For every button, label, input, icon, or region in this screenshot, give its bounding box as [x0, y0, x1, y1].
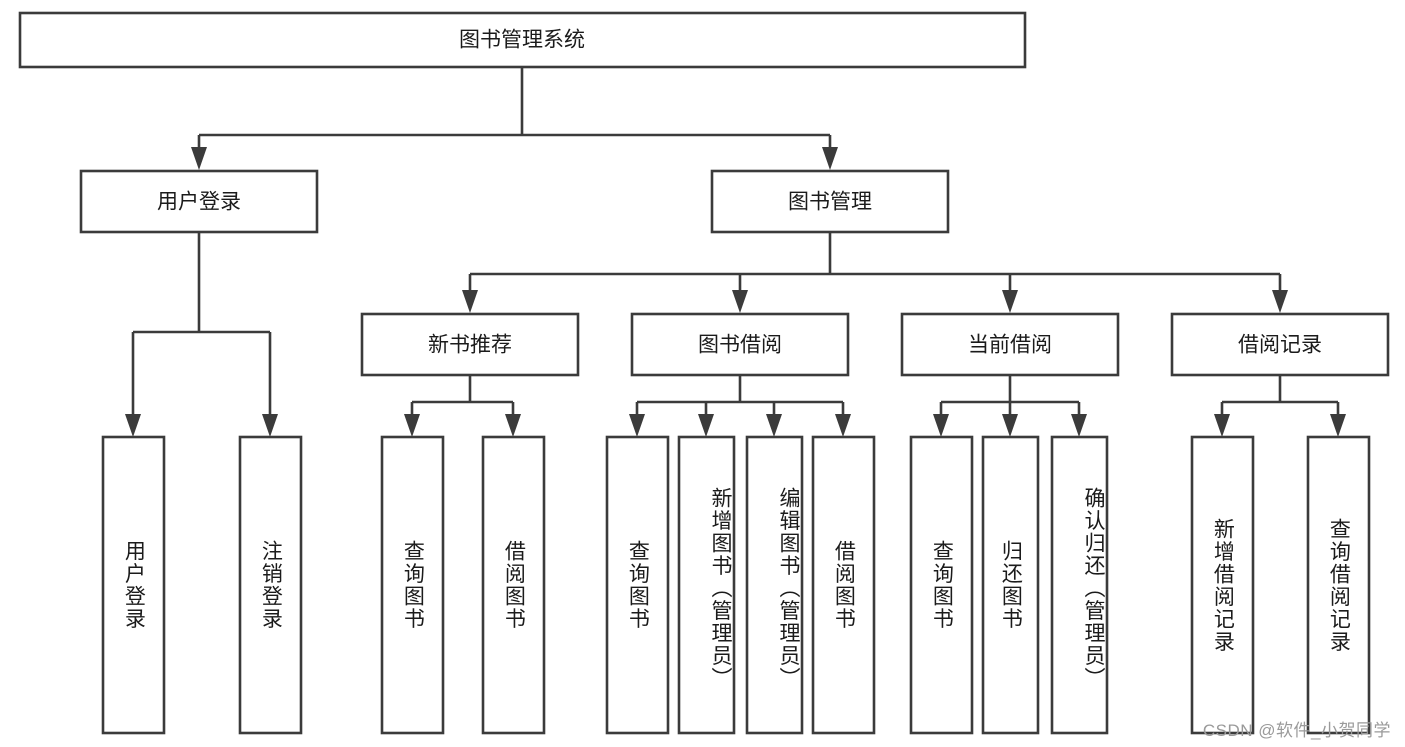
node-book-borrow-rect[interactable] — [630, 312, 850, 377]
arrow-head-leaf-br-query — [1330, 414, 1346, 437]
arrow-head-current-borrow — [1002, 290, 1018, 313]
node-root[interactable]: 图书管理系统 — [18, 11, 1027, 69]
arrow-head-book-borrow — [732, 290, 748, 313]
node-current-borrow[interactable]: 当前借阅 — [900, 312, 1120, 377]
arrow-head-leaf-nb-query — [404, 414, 420, 437]
leaf-cb-return-rect[interactable] — [981, 435, 1040, 735]
node-new-book-recommend-label: 新书推荐 — [428, 334, 512, 357]
leaf-bb-borrow-rect[interactable] — [811, 435, 876, 735]
node-book-borrow[interactable]: 图书借阅 — [630, 312, 850, 377]
node-current-borrow-label: 当前借阅 — [968, 334, 1052, 357]
connector-book-mgmt-to-level3 — [462, 232, 1288, 313]
leaf-cb-query-rect[interactable] — [909, 435, 974, 735]
leaf-bb-query-rect[interactable] — [605, 435, 670, 735]
arrow-head-leaf-logout — [262, 414, 278, 437]
arrow-head-new-book — [462, 290, 478, 313]
arrow-head-leaf-cb-confirm — [1071, 414, 1087, 437]
leaf-bb-add-rect[interactable] — [677, 435, 736, 735]
csdn-watermark: CSDN @软件_小贺同学 — [1202, 721, 1391, 740]
connector-borrow-record-to-leaves — [1214, 375, 1346, 437]
leaf-nb-query-rect[interactable] — [380, 435, 445, 735]
node-borrow-record[interactable]: 借阅记录 — [1170, 312, 1390, 377]
leaf-br-query-rect[interactable] — [1306, 435, 1371, 735]
arrow-head-leaf-cb-query — [933, 414, 949, 437]
arrow-head-leaf-bb-edit — [766, 414, 782, 437]
node-book-management[interactable]: 图书管理 — [710, 169, 950, 234]
arrow-head-leaf-cb-return — [1002, 414, 1018, 437]
arrow-head-leaf-bb-query — [629, 414, 645, 437]
node-user-login-label: 用户登录 — [157, 191, 241, 214]
arrow-head-user-login — [191, 147, 207, 170]
leaf-user-login-rect[interactable] — [101, 435, 166, 735]
leaf-logout-rect[interactable] — [238, 435, 303, 735]
connector-root-to-level2 — [191, 67, 838, 170]
connector-current-borrow-to-leaves — [933, 375, 1087, 437]
arrow-head-leaf-bb-add — [698, 414, 714, 437]
node-current-borrow-rect[interactable] — [900, 312, 1120, 377]
connector-new-book-to-leaves — [404, 375, 521, 437]
arrow-head-leaf-nb-borrow — [505, 414, 521, 437]
node-root-label: 图书管理系统 — [459, 29, 585, 52]
node-borrow-record-rect[interactable] — [1170, 312, 1390, 377]
node-root-rect[interactable] — [18, 11, 1027, 69]
leaf-bb-edit-rect[interactable] — [745, 435, 804, 735]
leaf-cb-confirm-rect[interactable] — [1050, 435, 1109, 735]
arrow-head-leaf-bb-borrow — [835, 414, 851, 437]
node-new-book-recommend-rect[interactable] — [360, 312, 580, 377]
arrow-head-borrow-record — [1272, 290, 1288, 313]
node-book-borrow-label: 图书借阅 — [698, 334, 782, 357]
connector-book-borrow-to-leaves — [629, 375, 851, 437]
node-new-book-recommend[interactable]: 新书推荐 — [360, 312, 580, 377]
arrow-head-leaf-user-login — [125, 414, 141, 437]
leaf-br-add-rect[interactable] — [1190, 435, 1255, 735]
connector-user-login-to-leaves — [125, 232, 278, 437]
arrow-head-book-mgmt — [822, 147, 838, 170]
leaf-nb-borrow-rect[interactable] — [481, 435, 546, 735]
node-user-login[interactable]: 用户登录 — [79, 169, 319, 234]
node-book-management-label: 图书管理 — [788, 191, 872, 214]
node-borrow-record-label: 借阅记录 — [1238, 334, 1322, 357]
node-book-management-rect[interactable] — [710, 169, 950, 234]
arrow-head-leaf-br-add — [1214, 414, 1230, 437]
